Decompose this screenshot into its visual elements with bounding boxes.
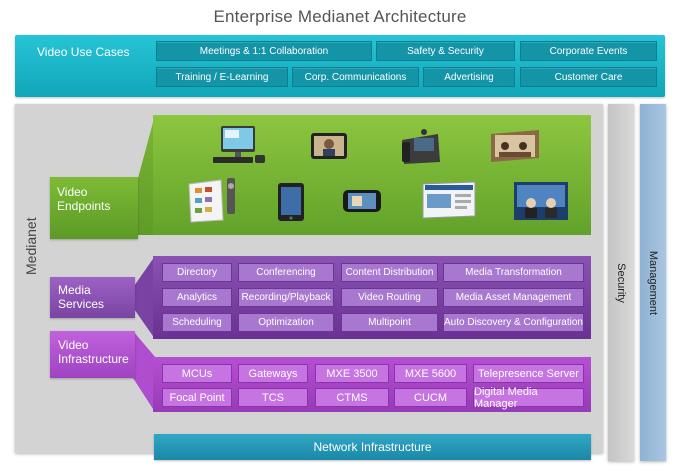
service-scheduling: Scheduling (162, 313, 232, 332)
infra-gateways: Gateways (238, 364, 308, 383)
service-video-routing: Video Routing (341, 288, 438, 307)
video-endpoints-label: Video Endpoints (50, 177, 138, 239)
service-recording-playback: Recording/Playback (238, 288, 334, 307)
use-case-training: Training / E-Learning (156, 67, 288, 87)
page-title: Enterprise Medianet Architecture (213, 7, 467, 26)
use-case-meetings: Meetings & 1:1 Collaboration (156, 41, 372, 61)
media-services-label-line2: Services (58, 297, 105, 311)
infra-ctms: CTMS (315, 388, 389, 407)
tablet-video-phone-icon (311, 133, 347, 159)
endpoints-label-line1: Video (57, 185, 88, 199)
medianet-label: Medianet (23, 217, 39, 275)
infra-tcs: TCS (238, 388, 308, 407)
ip-phone-icon (402, 129, 440, 164)
telepresence-room-icon (491, 130, 539, 162)
use-case-corporate-events: Corporate Events (520, 41, 657, 61)
use-case-corp-communications: Corp. Communications (292, 67, 419, 87)
ipad-icon (278, 183, 304, 221)
media-services-label: Media Services (50, 277, 135, 318)
service-auto-discovery: Auto Discovery & Configuration (443, 313, 584, 332)
video-use-cases-label: Video Use Cases (37, 45, 130, 59)
video-infrastructure-label-line1: Video (58, 338, 89, 352)
media-services-label-line1: Media (58, 283, 91, 297)
management-label: Management (647, 250, 659, 315)
use-case-safety: Safety & Security (376, 41, 515, 61)
infra-focal-point: Focal Point (162, 388, 232, 407)
web-portal-icon (422, 181, 476, 219)
endpoints-label-line2: Endpoints (57, 199, 111, 213)
service-media-transformation: Media Transformation (443, 263, 584, 282)
use-case-advertising: Advertising (423, 67, 515, 87)
video-infrastructure-label-line2: Infrastructure (58, 352, 129, 366)
infra-telepresence-server: Telepresence Server (473, 364, 584, 383)
service-multipoint: Multipoint (341, 313, 438, 332)
video-use-cases-band: Video Use Cases Meetings & 1:1 Collabora… (15, 35, 665, 97)
infra-digital-media-manager: Digital Media Manager (473, 386, 584, 410)
security-bar: Security (608, 104, 634, 461)
desktop-computer-icon (213, 126, 265, 163)
infra-cucm: CUCM (394, 388, 467, 407)
management-bar: Management (640, 104, 666, 461)
service-optimization: Optimization (238, 313, 334, 332)
infra-mcus: MCUs (162, 364, 232, 383)
infra-mxe-5600: MXE 5600 (394, 364, 467, 383)
use-case-customer-care: Customer Care (520, 67, 657, 87)
service-content-distribution: Content Distribution (341, 263, 438, 282)
network-infrastructure-bar: Network Infrastructure (154, 434, 591, 460)
video-infrastructure-label: Video Infrastructure (50, 331, 135, 378)
security-label: Security (615, 262, 627, 303)
service-conferencing: Conferencing (238, 263, 334, 282)
infra-mxe-3500: MXE 3500 (315, 364, 389, 383)
service-directory: Directory (162, 263, 232, 282)
service-media-asset-management: Media Asset Management (443, 288, 584, 307)
video-broadcast-icon (514, 182, 568, 220)
smartphone-icon (343, 190, 381, 212)
digital-signage-kiosk-icon (188, 178, 235, 223)
service-analytics: Analytics (162, 288, 232, 307)
